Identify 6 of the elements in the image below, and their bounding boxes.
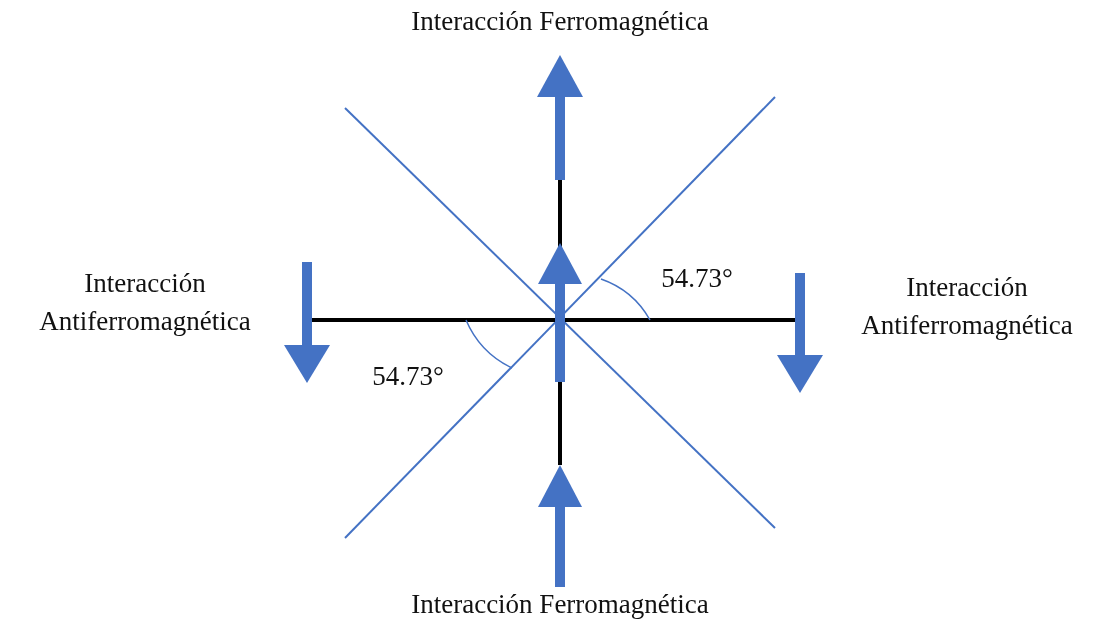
angle-label: 54.73° xyxy=(371,360,445,393)
interaction-label: Interacción Ferromagnética xyxy=(410,588,710,621)
interaction-label: Interacción Antiferromagnética xyxy=(38,267,252,338)
interaction-label: Interacción Ferromagnética xyxy=(410,5,710,38)
interaction-label: Interacción Antiferromagnética xyxy=(860,271,1074,342)
angle-label: 54.73° xyxy=(660,262,734,295)
